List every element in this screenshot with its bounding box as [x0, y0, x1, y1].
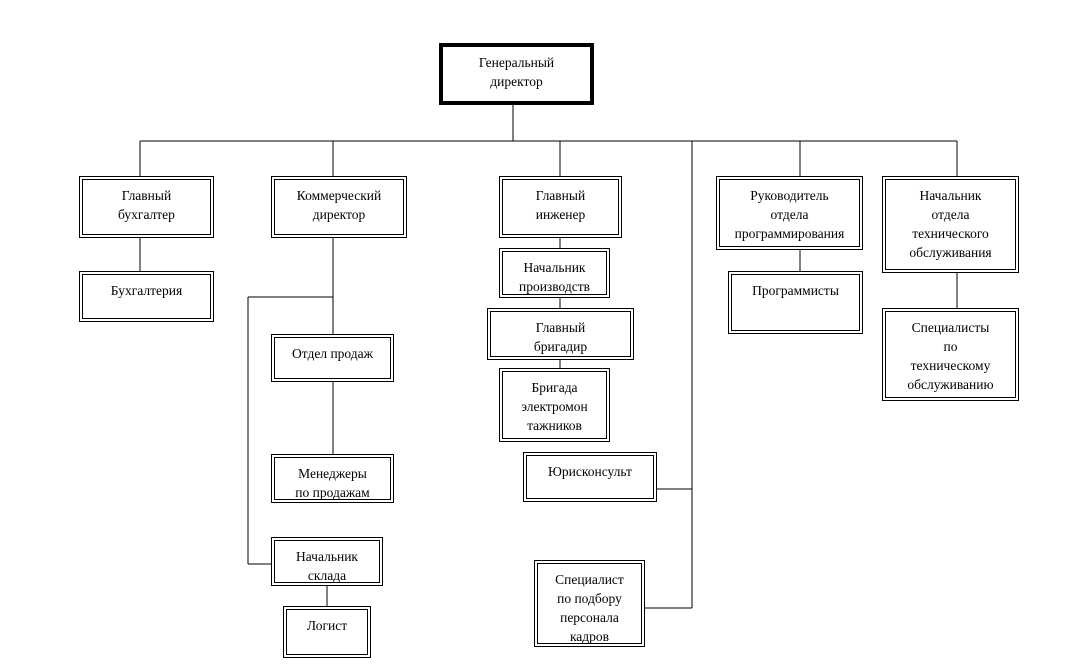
logistician-box: Логист [283, 606, 371, 658]
sales-managers-label: Менеджеры по продажам [295, 466, 370, 500]
commercial-director-box: Коммерческий директор [271, 176, 407, 238]
chief-foreman-label: Главный бригадир [533, 320, 588, 354]
electricians-team-label: Бригада электромон тажников [521, 380, 588, 433]
production-head-box: Начальник производств [499, 248, 610, 298]
hr-specialist-box: Специалист по подбору персонала кадров [534, 560, 645, 647]
tech-service-head-label: Начальник отдела технического обслуживан… [909, 188, 992, 260]
sales-department-box: Отдел продаж [271, 334, 394, 382]
chief-accountant-label: Главный бухгалтер [118, 188, 175, 222]
tech-service-specialists-label: Специалисты по техническому обслуживанию [907, 320, 994, 392]
legal-adviser-box: Юрисконсульт [523, 452, 657, 502]
tech-service-head-box: Начальник отдела технического обслуживан… [882, 176, 1019, 273]
programmers-box: Программисты [728, 271, 863, 334]
accounting-box: Бухгалтерия [79, 271, 214, 322]
general-director-box: Генеральный директор [439, 43, 594, 105]
chief-foreman-box: Главный бригадир [487, 308, 634, 360]
warehouse-head-box: Начальник склада [271, 537, 383, 586]
commercial-director-label: Коммерческий директор [296, 188, 382, 222]
hr-specialist-label: Специалист по подбору персонала кадров [555, 572, 624, 644]
programming-head-label: Руководитель отдела программирования [734, 188, 845, 241]
chief-engineer-label: Главный инженер [535, 188, 586, 222]
logistician-label: Логист [306, 618, 348, 633]
tech-service-specialists-box: Специалисты по техническому обслуживанию [882, 308, 1019, 401]
programming-head-box: Руководитель отдела программирования [716, 176, 863, 250]
production-head-label: Начальник производств [518, 260, 591, 294]
sales-department-label: Отдел продаж [292, 346, 373, 361]
general-director-label: Генеральный директор [478, 55, 555, 89]
chief-engineer-box: Главный инженер [499, 176, 622, 238]
accounting-label: Бухгалтерия [110, 283, 183, 298]
programmers-label: Программисты [752, 283, 839, 298]
legal-adviser-label: Юрисконсульт [548, 464, 632, 479]
electricians-team-box: Бригада электромон тажников [499, 368, 610, 442]
warehouse-head-label: Начальник склада [295, 549, 358, 583]
sales-managers-box: Менеджеры по продажам [271, 454, 394, 503]
chief-accountant-box: Главный бухгалтер [79, 176, 214, 238]
